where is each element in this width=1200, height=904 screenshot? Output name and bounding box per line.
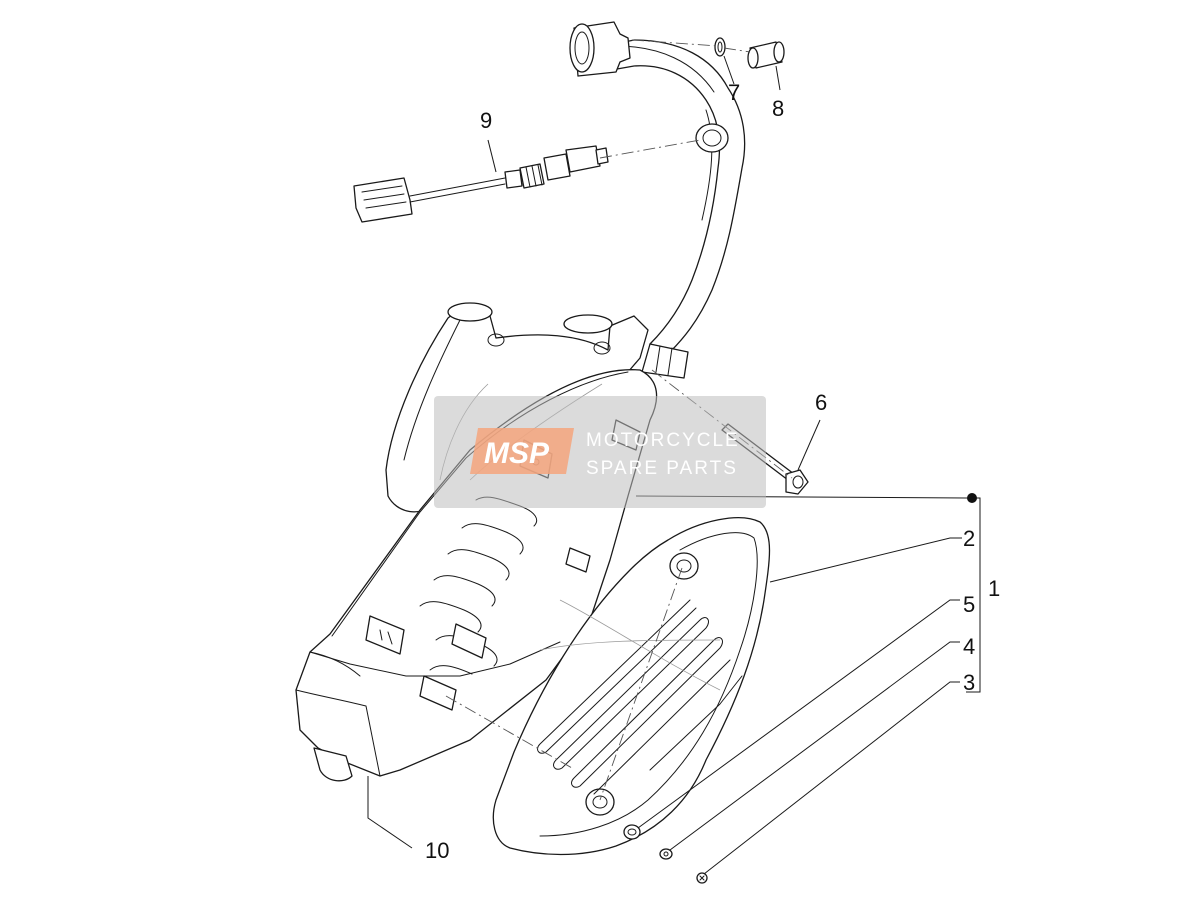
watermark-line-1: MOTORCYCLE <box>586 430 740 451</box>
grommet-part-5 <box>623 824 641 840</box>
exhaust-manifold-pipe <box>569 21 746 379</box>
callout-10: 10 <box>425 838 449 863</box>
gasket-part-7 <box>714 37 726 57</box>
callout-9: 9 <box>480 108 492 133</box>
watermark-box <box>434 396 766 508</box>
callout-5: 5 <box>963 592 975 617</box>
callout-8: 8 <box>772 96 784 121</box>
callout-4: 4 <box>963 634 975 659</box>
callout-7: 7 <box>728 80 740 105</box>
callout-2: 2 <box>963 526 975 551</box>
callout-3: 3 <box>963 670 975 695</box>
heat-shield-part-2 <box>492 517 771 856</box>
lambda-sensor-part-9 <box>353 145 609 223</box>
watermark-line-2: SPARE PARTS <box>586 458 738 479</box>
callout-6: 6 <box>815 390 827 415</box>
watermark: MSP MOTORCYCLE SPARE PARTS <box>434 396 766 508</box>
assembly-dot <box>967 493 977 503</box>
callout-1: 1 <box>988 576 1000 601</box>
spacer-part-8 <box>747 41 785 69</box>
watermark-logo-badge <box>470 428 574 474</box>
callout-labels: 10 9 8 7 6 5 4 3 2 1 <box>425 80 1000 863</box>
screw-part-3 <box>696 872 708 884</box>
washer-part-4 <box>659 848 673 860</box>
watermark-logo-text: MSP <box>484 437 550 470</box>
